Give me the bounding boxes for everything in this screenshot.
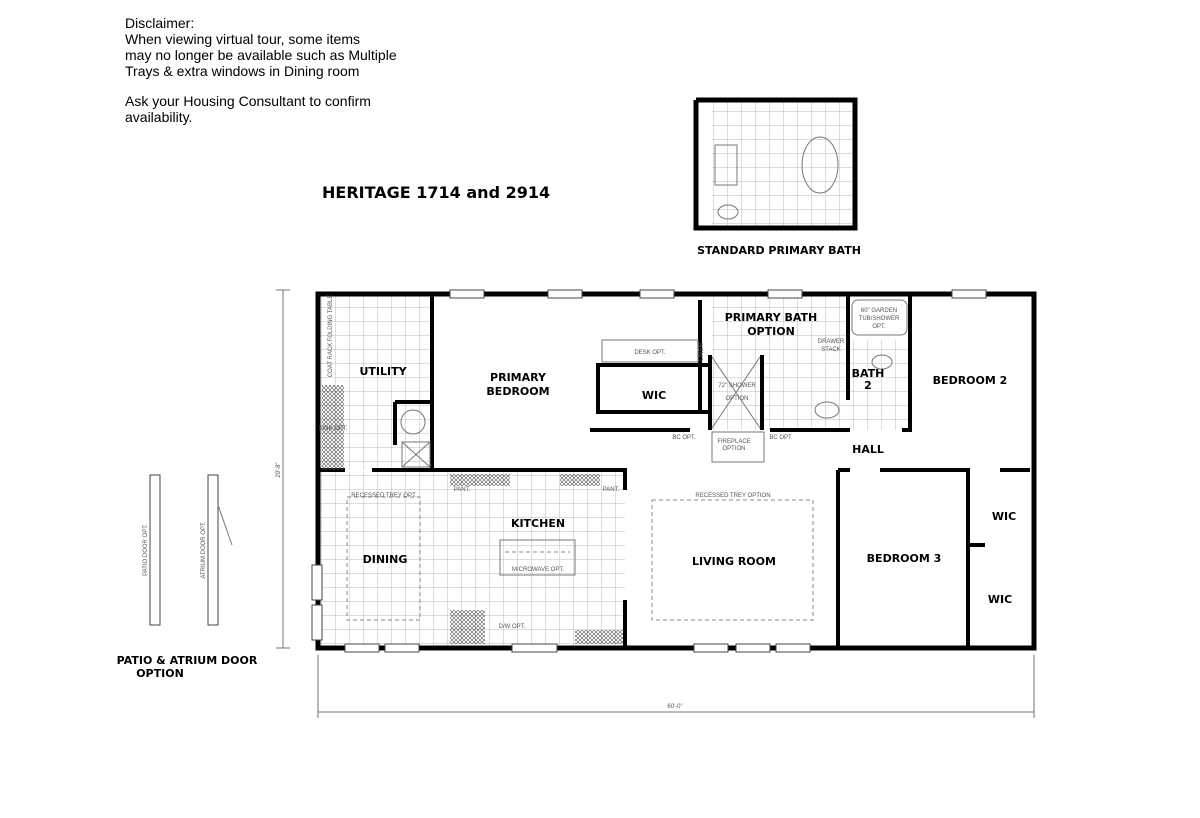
note-shower: 72" SHOWER	[718, 383, 756, 389]
disclaimer-text: may no longer be available such as Multi…	[125, 47, 397, 63]
room-label-primary-bath: PRIMARY BATH	[725, 311, 818, 324]
disclaimer-text: availability.	[125, 109, 193, 125]
note-drawer-stack: STACK	[821, 347, 841, 353]
room-label-dining: DINING	[363, 553, 408, 566]
door-options: PATIO DOOR OPT. ATRIUM DOOR OPT. PATIO &…	[117, 474, 258, 680]
room-label-bedroom-3: BEDROOM 3	[867, 552, 942, 565]
disclaimer-heading: Disclaimer:	[125, 15, 195, 31]
note-sink-opt: SINK OPT.	[318, 426, 347, 432]
note-pantry: PANT.	[603, 487, 620, 493]
room-label-living-room: LIVING ROOM	[692, 555, 776, 568]
note-tub: OPT.	[872, 324, 886, 330]
plan-title: HERITAGE 1714 and 2914	[322, 183, 550, 202]
disclaimer-text: Trays & extra windows in Dining room	[125, 63, 360, 79]
note-bc-opt: BC OPT.	[769, 435, 793, 441]
width-dimension: 60'-0"	[667, 704, 682, 710]
note-fireplace: OPTION	[722, 446, 745, 452]
note-tub: TUB/SHOWER	[859, 316, 900, 322]
room-label-kitchen: KITCHEN	[511, 517, 565, 530]
note-recessed-trey: RECESSED TREY OPTION	[695, 493, 770, 499]
note-pantry: PANT.	[454, 487, 471, 493]
depth-dimension: 29'-8"	[276, 462, 282, 477]
door-option-label: PATIO & ATRIUM DOOR	[117, 654, 258, 667]
note-microwave-opt: MICROWAVE OPT.	[512, 567, 564, 573]
note-folding-table: FOLDING TABLE	[328, 295, 334, 342]
room-label-hall: HALL	[852, 443, 884, 456]
inset-label: STANDARD PRIMARY BATH	[697, 244, 861, 257]
note-shower: OPTION	[725, 396, 748, 402]
patio-door-note: PATIO DOOR OPT.	[143, 524, 149, 576]
note-drawer-stack: DRAWER	[818, 339, 845, 345]
room-label-primary-bath: OPTION	[747, 325, 795, 338]
note-coat-rack: COAT RACK	[328, 343, 334, 377]
room-label-bath-2: 2	[864, 379, 872, 392]
room-label-wic: WIC	[992, 510, 1016, 523]
note-desk-opt: DESK OPT.	[634, 350, 666, 356]
door-option-label: OPTION	[136, 667, 184, 680]
windows	[311, 289, 987, 653]
note-dishwasher-opt: D/W OPT.	[499, 624, 526, 630]
note-tub: 60" GARDEN	[861, 308, 897, 314]
note-recessed-trey: RECESSED TREY OPT.	[351, 493, 417, 499]
atrium-door-note: ATRIUM DOOR OPT.	[201, 521, 207, 579]
room-label-bath-2: BATH	[852, 367, 885, 380]
disclaimer: Disclaimer: When viewing virtual tour, s…	[125, 15, 397, 139]
room-label-utility: UTILITY	[359, 365, 407, 378]
room-label-wic: WIC	[642, 389, 666, 402]
room-label-primary-bedroom: PRIMARY	[490, 371, 547, 384]
room-label-bedroom-2: BEDROOM 2	[933, 374, 1008, 387]
standard-primary-bath-inset: STANDARD PRIMARY BATH	[693, 97, 861, 257]
room-label-wic: WIC	[988, 593, 1012, 606]
room-label-primary-bedroom: BEDROOM	[486, 385, 549, 398]
note-bc-opt: BC OPT.	[672, 435, 696, 441]
disclaimer-text: When viewing virtual tour, some items	[125, 31, 360, 47]
note-fireplace: FIREPLACE	[717, 439, 750, 445]
disclaimer-text: Ask your Housing Consultant to confirm	[125, 93, 371, 109]
note-linen: LINEN	[699, 343, 705, 361]
